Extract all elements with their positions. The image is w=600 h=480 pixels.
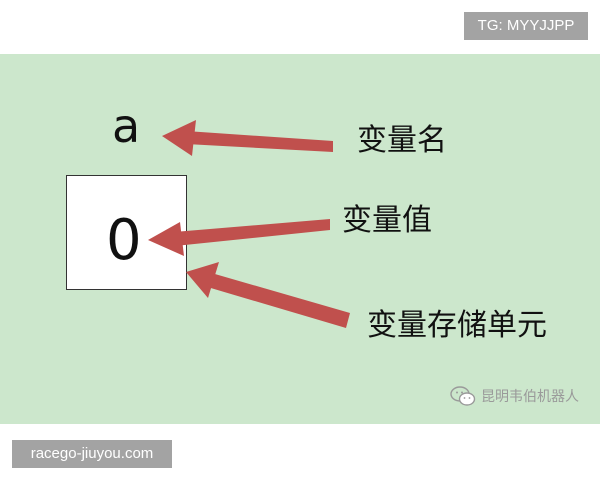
wechat-icon [450, 386, 476, 406]
telegram-tag: TG: MYYJJPP [464, 12, 588, 40]
label-variable-value: 变量值 [342, 203, 432, 238]
watermark: 昆明韦伯机器人 [450, 386, 579, 406]
website-tag: racego-jiuyou.com [12, 440, 172, 468]
watermark-text: 昆明韦伯机器人 [481, 389, 579, 405]
arrow-to-name [162, 120, 333, 156]
variable-name: a [112, 99, 141, 153]
label-storage-unit: 变量存储单元 [367, 308, 547, 343]
variable-value: 0 [106, 208, 142, 273]
arrow-to-cell [186, 262, 350, 328]
arrow-to-value [148, 219, 330, 256]
label-variable-name: 变量名 [357, 123, 447, 158]
